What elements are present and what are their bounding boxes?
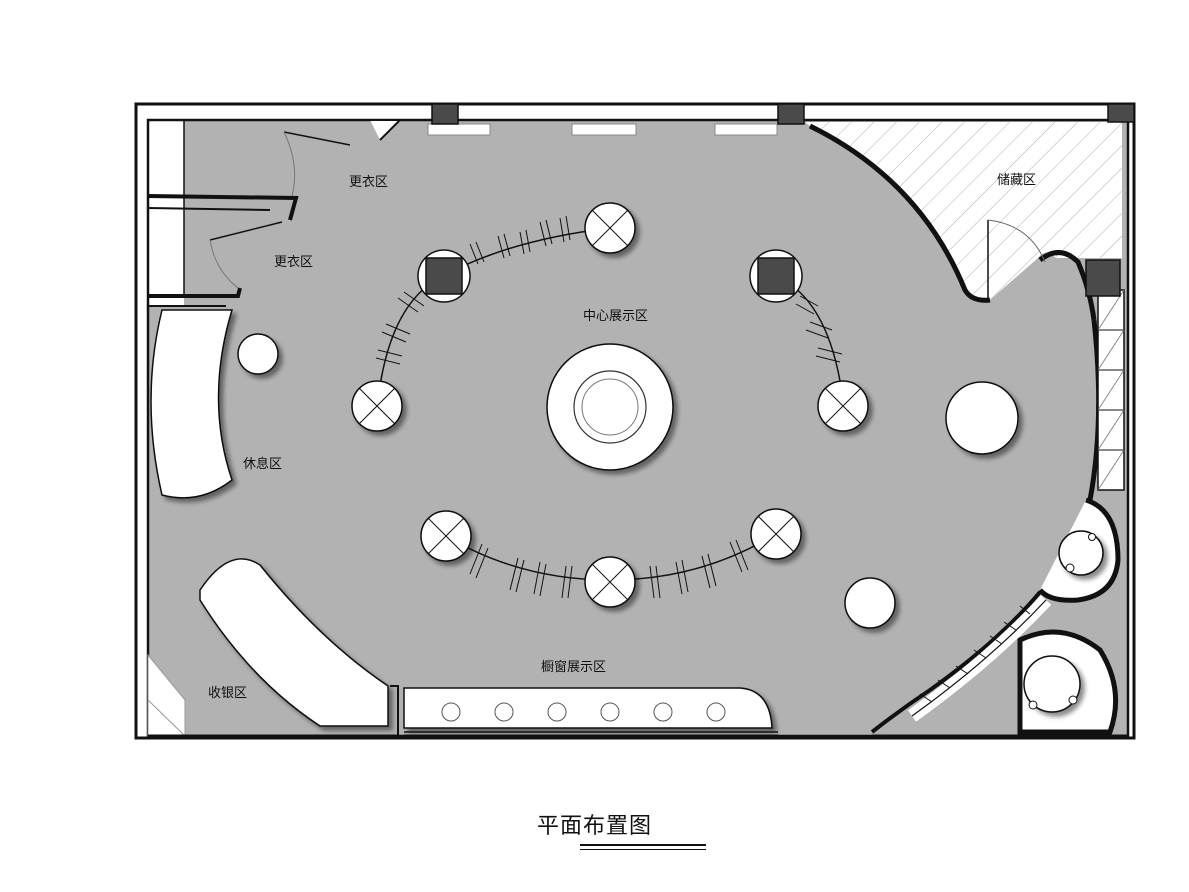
top-windows (427, 123, 778, 136)
round-tables (237, 333, 1019, 629)
right-hanging-rail (749, 249, 869, 432)
plan-title: 平面布置图 (536, 814, 652, 839)
zone-label-lounge: 休息区 (243, 456, 282, 472)
bottom-hanging-rail (420, 508, 802, 608)
zone-label-cashier: 收银区 (208, 686, 247, 701)
zone-label-storage: 储藏区 (997, 173, 1036, 188)
fitting-rooms (147, 119, 403, 307)
entrance-bays (870, 497, 1121, 735)
storage-room (805, 122, 1122, 321)
zone-label-center-display: 中心展示区 (583, 309, 648, 324)
top-hanging-rail (351, 202, 636, 432)
center-display-island (546, 343, 674, 471)
title-underline (580, 844, 706, 850)
lounge-sofa (150, 309, 234, 499)
zone-label-fitting-room-1: 更衣区 (349, 174, 388, 190)
window-display-counter (403, 687, 778, 736)
cashier-area (147, 558, 399, 737)
zone-label-window-display: 橱窗展示区 (541, 659, 606, 675)
structural-columns (431, 103, 1135, 297)
zone-label-fitting-room-2: 更衣区 (274, 254, 313, 270)
east-curved-wall (1087, 289, 1125, 501)
